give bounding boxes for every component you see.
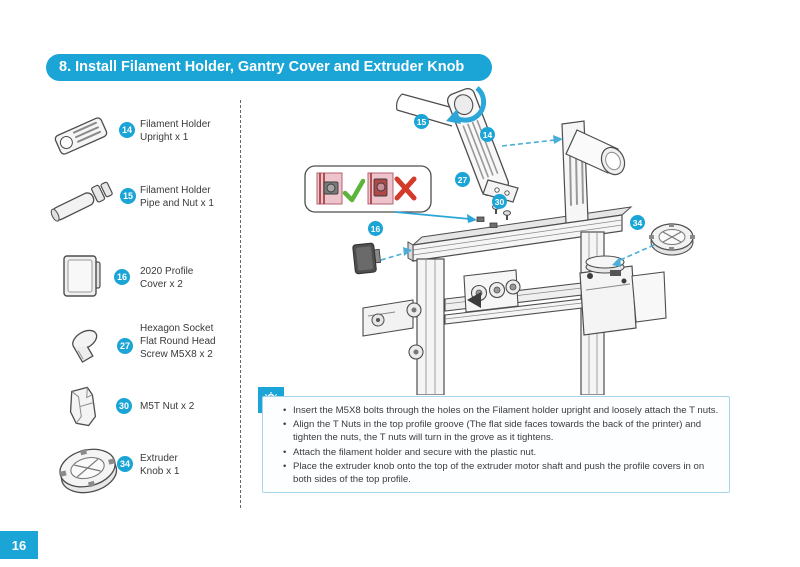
instruction-item: Attach the filament holder and secure wi… bbox=[283, 446, 721, 459]
rotate-arrow bbox=[452, 86, 487, 123]
part-label-14: Filament Holder Upright x 1 bbox=[140, 119, 211, 143]
assembled-filament-holder bbox=[561, 120, 626, 224]
tnut-wrong-image bbox=[367, 172, 394, 205]
part-badge-16: 16 bbox=[114, 269, 130, 285]
page-number: 16 bbox=[0, 531, 38, 559]
part-label-15: Filament Holder Pipe and Nut x 1 bbox=[140, 185, 214, 209]
instruction-item: Place the extruder knob onto the top of … bbox=[283, 460, 721, 486]
profile-cover-exploded bbox=[352, 242, 382, 275]
t-nut-icon bbox=[69, 386, 97, 427]
assembly-arrows bbox=[380, 139, 655, 262]
part-label-30: M5T Nut x 2 bbox=[140, 401, 195, 412]
tnut-orientation-inset bbox=[304, 165, 477, 223]
x-carriage bbox=[463, 269, 521, 313]
diagram-badge-34: 34 bbox=[630, 215, 645, 230]
left-vertical-profile bbox=[416, 258, 445, 395]
cross-icon bbox=[394, 176, 417, 201]
extruder-knob-exploded bbox=[649, 223, 695, 256]
instruction-item: Insert the M5X8 bolts through the holes … bbox=[283, 404, 721, 417]
filament-holder-pipe-icon bbox=[50, 181, 113, 222]
instruction-note-box: Insert the M5X8 bolts through the holes … bbox=[262, 396, 730, 493]
diagram-badge-27: 27 bbox=[455, 172, 470, 187]
instruction-item: Align the T Nuts in the top profile groo… bbox=[283, 418, 721, 444]
list-diagram-divider bbox=[240, 100, 241, 508]
part-badge-34: 34 bbox=[117, 456, 133, 472]
check-icon bbox=[342, 178, 366, 203]
left-bracket bbox=[362, 299, 424, 360]
part-badge-27: 27 bbox=[117, 338, 133, 354]
part-label-34: Extruder Knob x 1 bbox=[140, 453, 180, 477]
section-title: 8. Install Filament Holder, Gantry Cover… bbox=[59, 59, 465, 75]
assembly-diagram bbox=[304, 86, 695, 395]
filament-holder-upright-icon bbox=[54, 117, 108, 155]
part-badge-14: 14 bbox=[119, 122, 135, 138]
diagram-badge-30: 30 bbox=[492, 194, 507, 209]
instruction-list: Insert the M5X8 bolts through the holes … bbox=[281, 404, 721, 486]
part-label-27: Hexagon Socket Flat Round Head Screw M5X… bbox=[140, 323, 216, 360]
extruder-knob-icon bbox=[59, 448, 118, 494]
part-badge-30: 30 bbox=[116, 398, 132, 414]
profile-cover-icon bbox=[63, 255, 101, 297]
diagram-badge-16: 16 bbox=[368, 221, 383, 236]
part-label-16: 2020 Profile Cover x 2 bbox=[140, 266, 194, 290]
screw-m5x8-icon bbox=[72, 329, 98, 363]
diagram-badge-14: 14 bbox=[480, 127, 495, 142]
part-badge-15: 15 bbox=[120, 188, 136, 204]
extruder-assembly bbox=[579, 255, 667, 336]
diagram-badge-15: 15 bbox=[414, 114, 429, 129]
tnut-correct-image bbox=[316, 172, 343, 205]
section-title-banner: 8. Install Filament Holder, Gantry Cover… bbox=[46, 54, 492, 81]
